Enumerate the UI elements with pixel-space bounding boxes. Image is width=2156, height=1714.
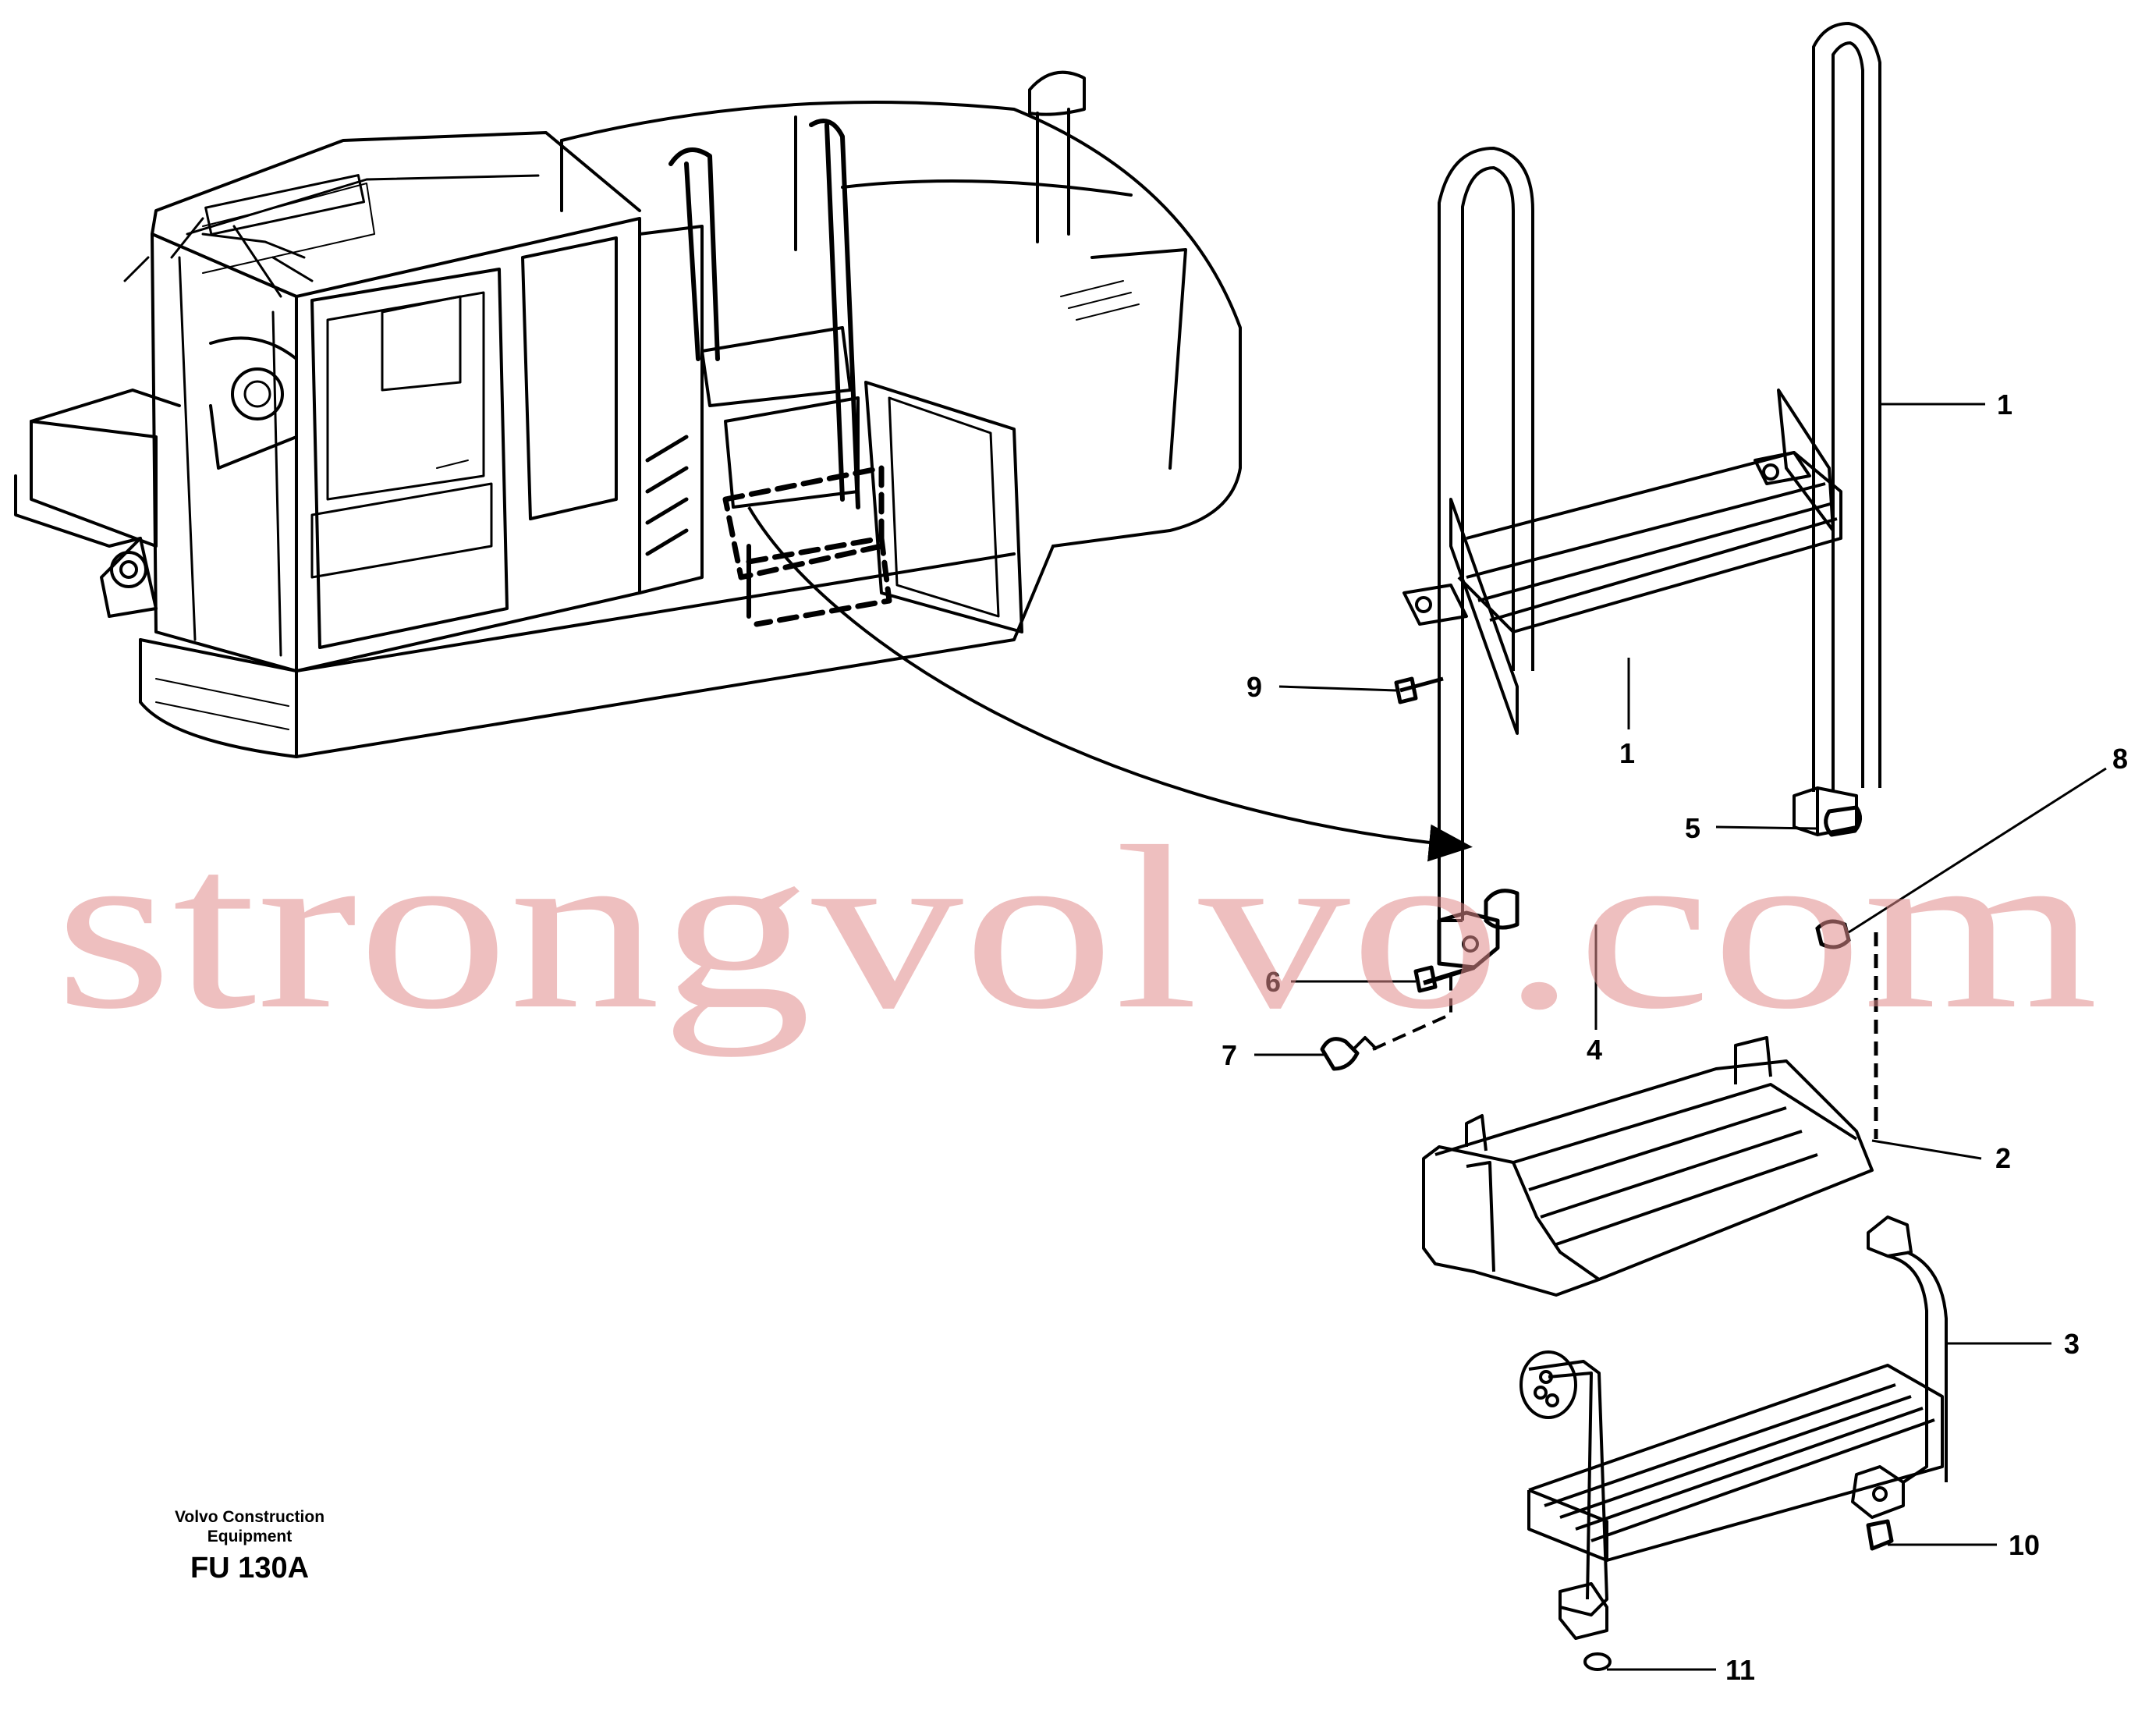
callout-leaders bbox=[1254, 403, 2107, 1671]
callout-3: 3 bbox=[2064, 1328, 2080, 1360]
callout-6: 6 bbox=[1265, 966, 1281, 998]
excavator-illustration bbox=[14, 70, 1242, 758]
callout-8: 8 bbox=[2112, 743, 2128, 775]
callout-7: 7 bbox=[1222, 1039, 1237, 1071]
lower-step-assembly bbox=[1519, 1215, 1948, 1671]
callout-11: 11 bbox=[1725, 1654, 1755, 1686]
company-name-line2: Equipment bbox=[207, 1528, 293, 1545]
nut-part bbox=[1815, 919, 1851, 949]
assembly-lines bbox=[1372, 932, 1878, 1139]
watermark-text: strongvolvo.com bbox=[55, 798, 2098, 1058]
step-assembly bbox=[1422, 1036, 1874, 1297]
callout-9: 9 bbox=[1246, 671, 1262, 703]
figure-caption: Volvo Construction Equipment FU 130A bbox=[133, 1507, 367, 1587]
callout-5: 5 bbox=[1685, 812, 1700, 844]
callout-4: 4 bbox=[1587, 1034, 1602, 1066]
location-arrow bbox=[747, 506, 1473, 862]
callout-2: 2 bbox=[1995, 1142, 2011, 1174]
callout-10: 10 bbox=[2009, 1529, 2040, 1561]
callout-1-step-frame: 1 bbox=[1619, 737, 1635, 769]
figure-code: FU 130A bbox=[190, 1552, 310, 1584]
handrail-assembly bbox=[1320, 22, 1881, 1071]
company-name-line1: Volvo Construction bbox=[174, 1508, 325, 1526]
callout-1-handrail: 1 bbox=[1997, 389, 2012, 421]
callout-labels: 1 1 2 3 4 5 6 7 8 9 10 11 bbox=[1222, 389, 2128, 1686]
